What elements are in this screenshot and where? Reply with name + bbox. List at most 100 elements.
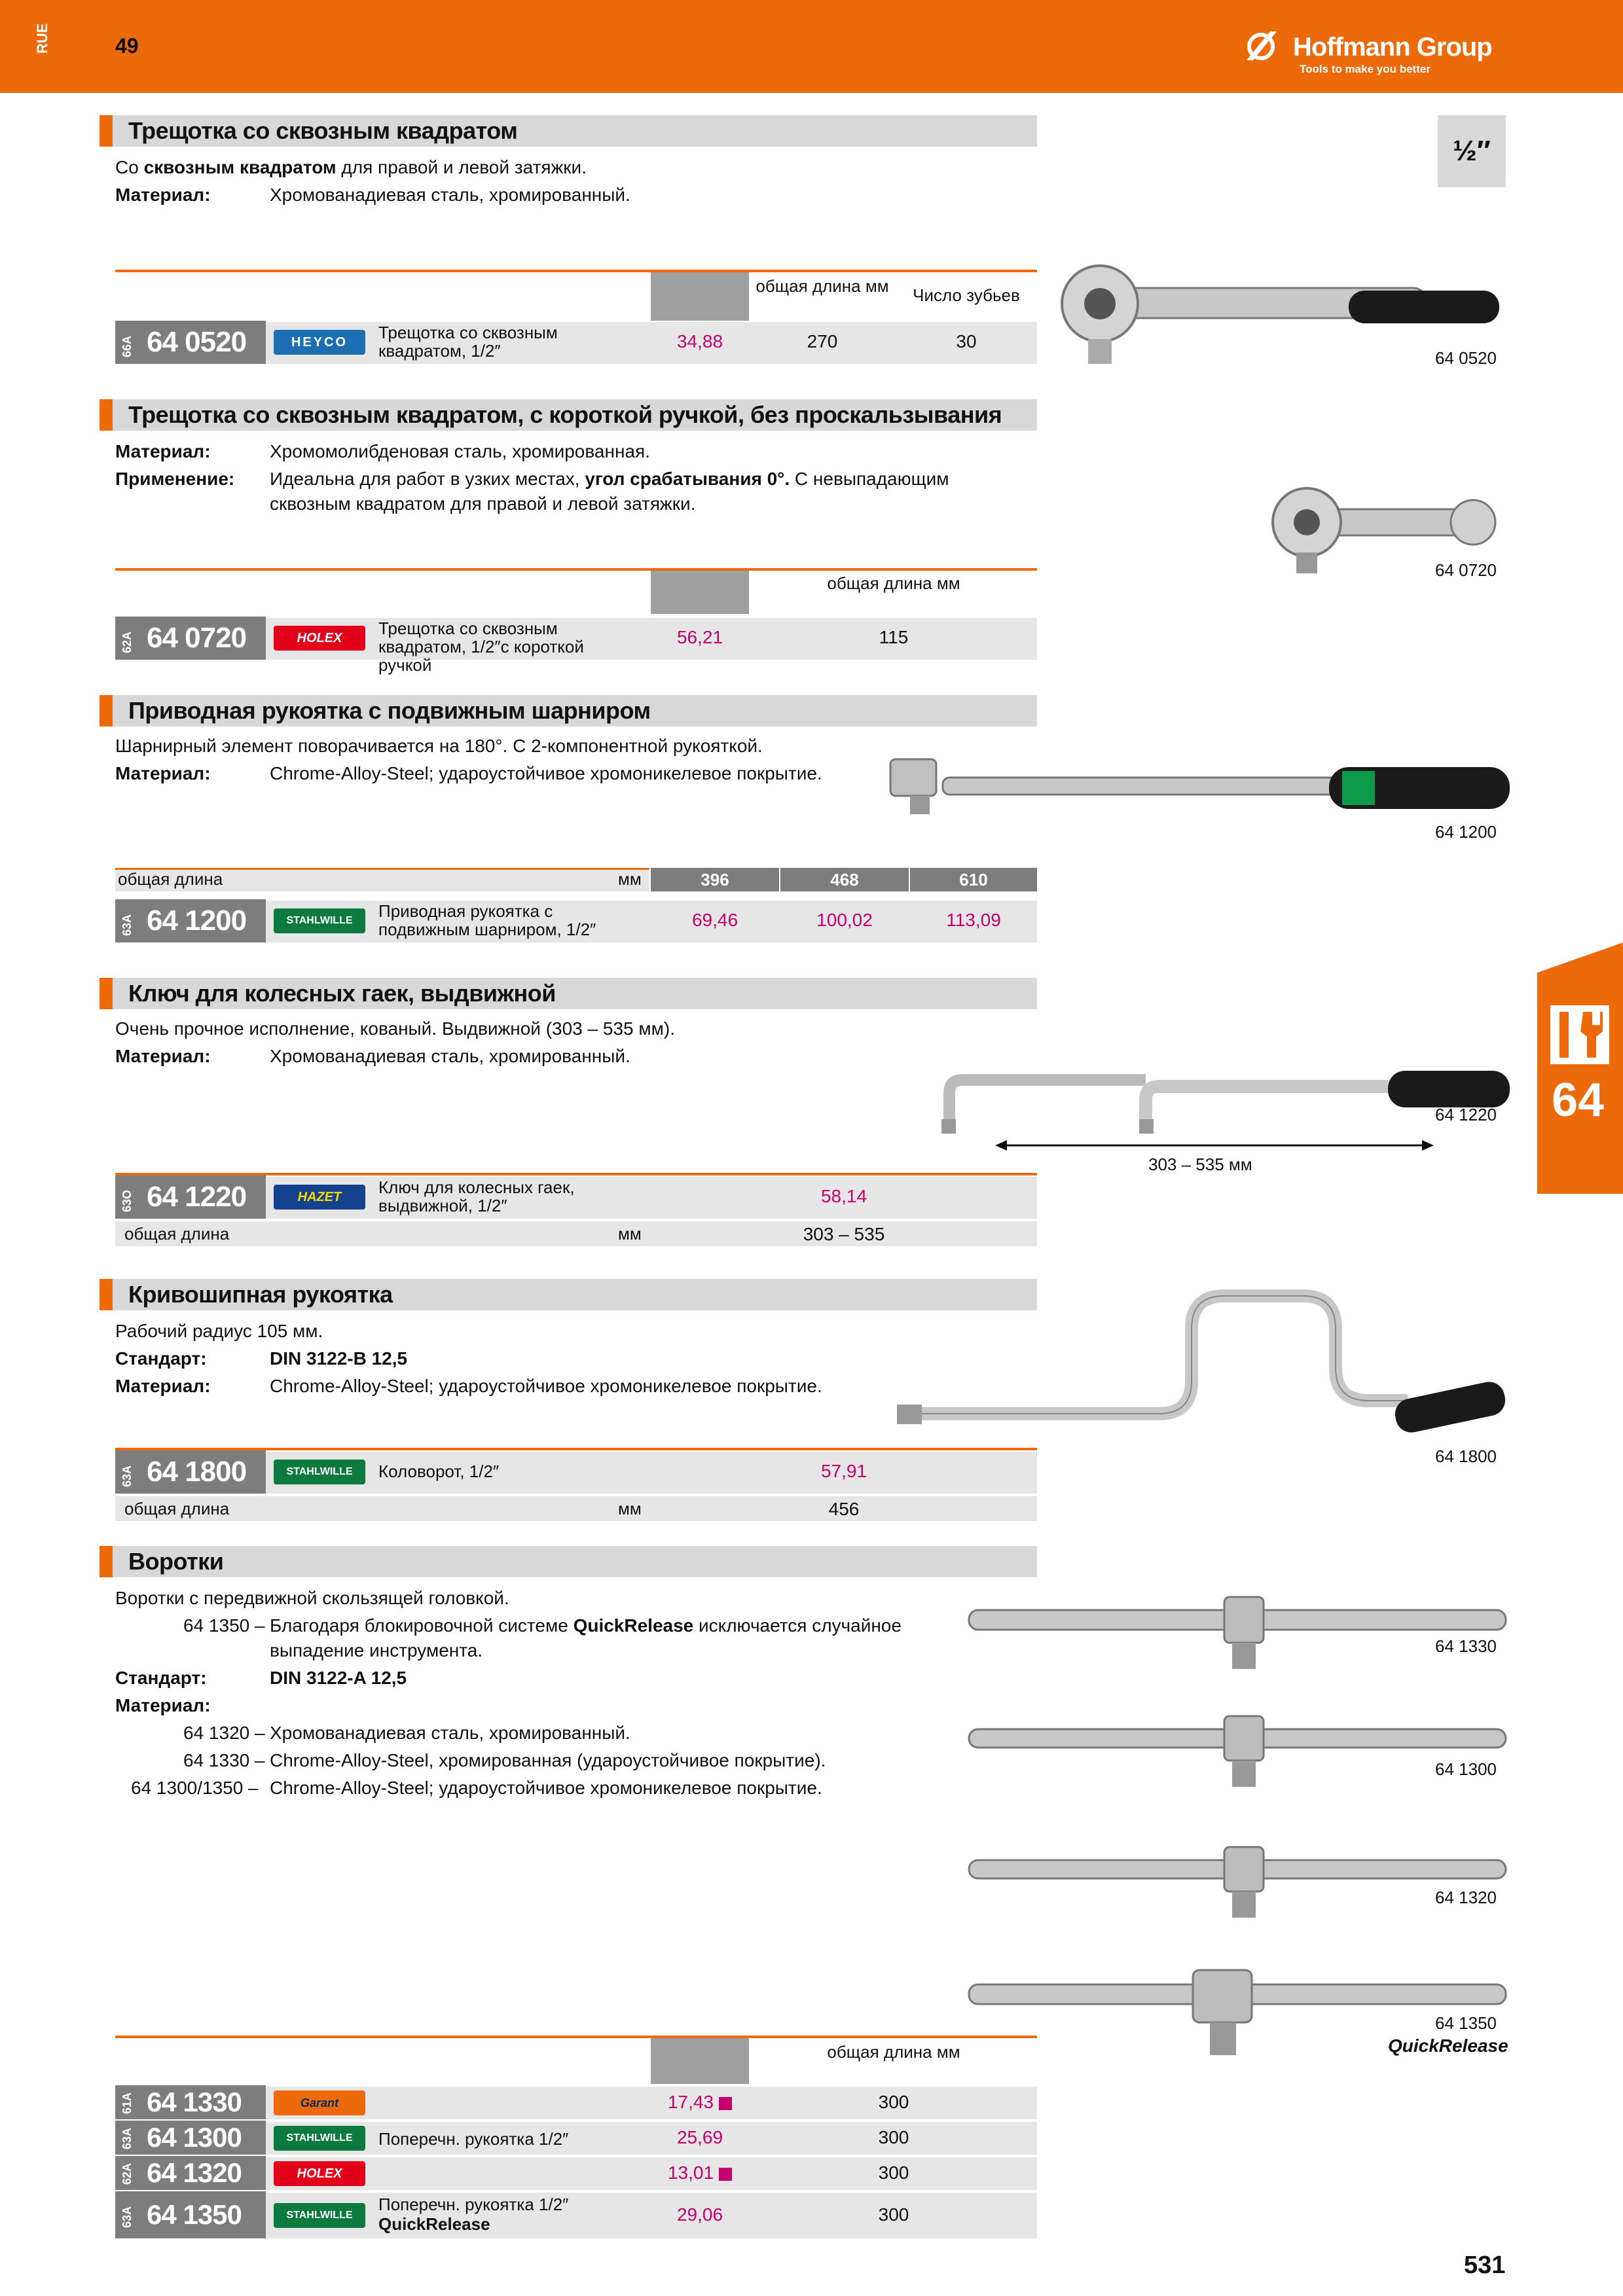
quickrelease-label: QuickRelease xyxy=(1388,2036,1508,2056)
length-value: 303 – 535 xyxy=(803,1224,885,1244)
t-handle-image xyxy=(968,1715,1507,1787)
length-unit: мм xyxy=(618,1224,642,1244)
group-code: 63A xyxy=(120,2206,134,2228)
s6-col-length: общая длина мм xyxy=(827,2042,960,2062)
image-caption: 64 1300 xyxy=(1435,1759,1497,1779)
section-title-ratchet: Трещотка со сквозным квадратом xyxy=(100,115,1037,147)
image-caption: 64 1200 xyxy=(1435,822,1497,842)
product-name: Трещотка со сквозным квадратом, 1/2″ xyxy=(378,323,558,361)
s2-use-line2: сквозным квадратом для правой и левой за… xyxy=(270,493,696,514)
length-col: 610 xyxy=(910,868,1037,891)
table-rule xyxy=(115,270,1037,272)
article-code[interactable]: 64 1800 xyxy=(115,1450,266,1494)
brand-logo: HEYCO xyxy=(274,330,365,355)
table-row[interactable] xyxy=(115,321,1037,364)
length-value: 300 xyxy=(878,2162,909,2183)
s6-m1: Хромованадиевая сталь, хромированный. xyxy=(270,1723,630,1743)
article-code[interactable]: 64 1220 xyxy=(115,1175,266,1219)
brand-logo: HOLEX xyxy=(274,2161,365,2186)
article-code[interactable]: 64 1330 xyxy=(115,2085,266,2119)
table-row[interactable] xyxy=(115,1175,1037,1219)
brand-tagline: Tools to make you better xyxy=(1300,63,1431,75)
table-row[interactable] xyxy=(115,2121,1037,2155)
table-rule xyxy=(115,1173,1037,1175)
length-value: 300 xyxy=(878,2092,909,2112)
brand-logo: STAHLWILLE xyxy=(274,2203,365,2228)
price: 69,46 xyxy=(691,910,739,930)
product-name: Приводная рукоятка с подвижным шарниром,… xyxy=(378,901,596,939)
article-code[interactable]: 64 1320 xyxy=(115,2156,266,2190)
article-code[interactable]: 64 1200 xyxy=(115,899,266,942)
image-caption: 64 0720 xyxy=(1435,560,1497,580)
product-name: Ключ для колесных гаек, выдвижной, 1/2″ xyxy=(378,1177,575,1215)
image-caption: 64 1320 xyxy=(1435,1888,1497,1907)
group-code: 66A xyxy=(120,335,134,357)
s5-material: Chrome-Alloy-Steel; ударoустойчивое хром… xyxy=(270,1376,822,1396)
table-rule xyxy=(115,2036,1037,2038)
s3-material: Chrome-Alloy-Steel; ударoустойчивое хром… xyxy=(270,763,822,783)
price: 29,06 xyxy=(676,2204,723,2225)
price-header xyxy=(651,2038,749,2084)
price: 100,02 xyxy=(816,910,873,930)
s2-col-length: общая длина мм xyxy=(827,573,960,593)
length-col: 396 xyxy=(651,868,779,891)
article-code[interactable]: 64 1300 xyxy=(115,2121,266,2155)
section-title-t-handles: Воротки xyxy=(100,1546,1037,1577)
table-row[interactable] xyxy=(115,617,1037,660)
length-label: общая длина xyxy=(118,869,223,889)
article-code[interactable]: 64 0520 xyxy=(115,321,266,364)
price: 58,14 xyxy=(820,1186,867,1206)
length-header xyxy=(115,868,649,891)
article-code[interactable]: 64 0720 xyxy=(115,617,266,660)
s6-std: DIN 3122-A 12,5 xyxy=(270,1668,407,1688)
brand-logo: HAZET xyxy=(274,1185,365,1210)
brand-logo: HOLEX xyxy=(274,626,365,651)
s1-material-label: Материал: xyxy=(115,185,211,205)
brand-logo: Garant xyxy=(274,2090,365,2115)
size-badge: ½″ xyxy=(1438,115,1506,187)
page-number-left: 49 xyxy=(115,34,139,58)
s2-material-label: Материал: xyxy=(115,441,211,461)
dimension-label: 303 – 535 мм xyxy=(1148,1155,1252,1174)
s6-m3: Chrome-Alloy-Steel; ударoустойчивое хром… xyxy=(270,1778,822,1798)
ratchet-image xyxy=(1061,264,1499,364)
group-code: 63O xyxy=(120,1189,134,1212)
chapter-tab[interactable]: 64 xyxy=(1537,942,1623,1194)
group-code: 62A xyxy=(120,631,134,653)
wheel-wrench-image xyxy=(941,1071,1510,1151)
length-label: общая длина xyxy=(124,1499,230,1518)
s5-material-label: Материал: xyxy=(115,1376,211,1396)
t-handle-image xyxy=(968,1596,1507,1669)
s1-description: Со сквозным квадратом для правой и левой… xyxy=(115,157,587,177)
length-value: 300 xyxy=(878,2204,909,2225)
article-code[interactable]: 64 1350 xyxy=(115,2191,266,2238)
length-row xyxy=(115,1220,1037,1246)
table-row[interactable] xyxy=(115,1450,1037,1494)
section-title-short-ratchet: Трещотка со сквозным квадратом, с коротк… xyxy=(100,399,1037,431)
length-row xyxy=(115,1495,1037,1521)
brand-logo: STAHLWILLE xyxy=(274,908,365,933)
s2-use: Идеальна для работ в узких местах, угол … xyxy=(270,469,949,489)
product-name: Поперечн. рукоятка 1/2″ xyxy=(378,2129,569,2149)
length-col: 468 xyxy=(780,868,909,891)
image-caption: 64 1220 xyxy=(1435,1105,1497,1124)
wrench-icon xyxy=(1550,1005,1609,1064)
table-row[interactable] xyxy=(115,2085,1037,2119)
table-row[interactable] xyxy=(115,2156,1037,2190)
teeth-value: 30 xyxy=(956,331,977,351)
s6-m2-code: 64 1330 – xyxy=(183,1750,265,1770)
t-handle-image xyxy=(968,1846,1507,1918)
price: 17,43 xyxy=(651,2092,749,2113)
length-unit: мм xyxy=(618,1499,642,1518)
price: 34,88 xyxy=(676,331,723,351)
s6-l1-code: 64 1350 – xyxy=(183,1615,265,1636)
s6-description: Воротки с передвижной скользящей головко… xyxy=(115,1588,509,1608)
s2-use-label: Применение: xyxy=(115,469,235,489)
new-price-marker xyxy=(719,2096,733,2110)
table-row[interactable] xyxy=(115,2191,1037,2238)
group-code: 63A xyxy=(120,2127,134,2149)
s6-l1-line2: выпадение инструмента. xyxy=(270,1640,483,1660)
group-code: 62A xyxy=(120,2162,134,2185)
crank-image xyxy=(897,1289,1506,1433)
table-row[interactable] xyxy=(115,899,1037,942)
